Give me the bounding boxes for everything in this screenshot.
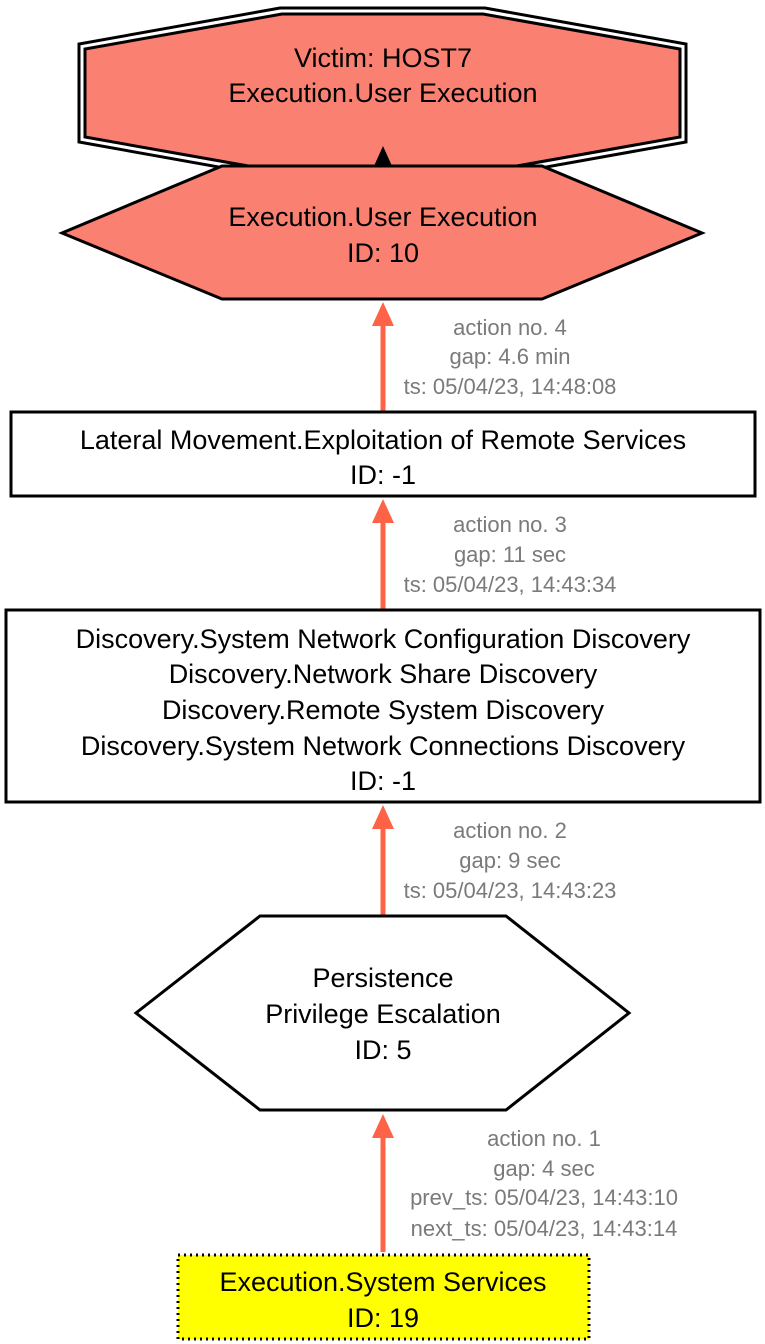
lateral-label-name: Lateral Movement.Exploitation of Remote … bbox=[80, 425, 686, 455]
node-victim[interactable]: Victim: HOST7 Execution.User Execution bbox=[77, 6, 688, 180]
victim-label-host: Victim: HOST7 bbox=[294, 43, 472, 73]
discovery-label-line-4: Discovery.System Network Connections Dis… bbox=[81, 731, 686, 761]
edge-1-label-gap: gap: 4 sec bbox=[493, 1156, 595, 1181]
edge-action-3[interactable]: action no. 3 gap: 11 sec ts: 05/04/23, 1… bbox=[372, 499, 616, 610]
edge-action-2[interactable]: action no. 2 gap: 9 sec ts: 05/04/23, 14… bbox=[372, 805, 616, 916]
edge-2-label-ts: ts: 05/04/23, 14:43:23 bbox=[404, 878, 617, 903]
edge-1-label-action: action no. 1 bbox=[487, 1126, 601, 1151]
discovery-label-line-1: Discovery.System Network Configuration D… bbox=[76, 624, 691, 654]
exec-user-hexagon bbox=[58, 164, 706, 301]
edge-2-label-gap: gap: 9 sec bbox=[459, 848, 561, 873]
edge-1-label-next-ts: next_ts: 05/04/23, 14:43:14 bbox=[411, 1216, 678, 1241]
edge-action-4[interactable]: action no. 4 gap: 4.6 min ts: 05/04/23, … bbox=[372, 302, 616, 412]
exec-user-label-name: Execution.User Execution bbox=[228, 202, 537, 232]
persistence-label-id: ID: 5 bbox=[354, 1035, 411, 1065]
node-execution-system-services[interactable]: Execution.System Services ID: 19 bbox=[176, 1253, 591, 1341]
node-lateral-movement[interactable]: Lateral Movement.Exploitation of Remote … bbox=[9, 410, 757, 498]
edge-3-label-gap: gap: 11 sec bbox=[454, 542, 566, 567]
discovery-label-line-3: Discovery.Remote System Discovery bbox=[162, 695, 605, 725]
lateral-box bbox=[9, 410, 757, 498]
node-discovery[interactable]: Discovery.System Network Configuration D… bbox=[4, 608, 762, 804]
edge-3-label-ts: ts: 05/04/23, 14:43:34 bbox=[404, 572, 617, 597]
edge-3-label-action: action no. 3 bbox=[453, 512, 567, 537]
sys-services-label-name: Execution.System Services bbox=[219, 1267, 546, 1297]
persistence-label-line-2: Privilege Escalation bbox=[265, 999, 501, 1029]
edge-4-label-gap: gap: 4.6 min bbox=[449, 344, 570, 369]
sys-services-label-id: ID: 19 bbox=[347, 1303, 419, 1333]
edge-action-1[interactable]: action no. 1 gap: 4 sec prev_ts: 05/04/2… bbox=[372, 1114, 678, 1252]
edge-3-arrowhead bbox=[372, 499, 394, 523]
edge-4-label-ts: ts: 05/04/23, 14:48:08 bbox=[404, 374, 617, 399]
edge-2-label-action: action no. 2 bbox=[453, 818, 567, 843]
edge-1-arrowhead bbox=[372, 1114, 394, 1138]
discovery-box bbox=[4, 608, 762, 804]
node-execution-user-execution[interactable]: Execution.User Execution ID: 10 bbox=[58, 164, 706, 301]
discovery-label-id: ID: -1 bbox=[350, 766, 416, 796]
edge-4-arrowhead bbox=[372, 302, 394, 326]
victim-label-technique: Execution.User Execution bbox=[228, 78, 537, 108]
victim-arrowhead bbox=[374, 146, 392, 166]
lateral-label-id: ID: -1 bbox=[350, 460, 416, 490]
edge-4-label-action: action no. 4 bbox=[453, 315, 567, 340]
persistence-label-line-1: Persistence bbox=[312, 963, 453, 993]
edge-1-label-prev-ts: prev_ts: 05/04/23, 14:43:10 bbox=[410, 1185, 678, 1210]
persistence-hexagon bbox=[133, 914, 632, 1112]
sys-services-box bbox=[176, 1253, 591, 1341]
node-persistence[interactable]: Persistence Privilege Escalation ID: 5 bbox=[133, 914, 632, 1112]
discovery-label-line-2: Discovery.Network Share Discovery bbox=[169, 659, 598, 689]
exec-user-label-id: ID: 10 bbox=[347, 238, 419, 268]
edge-2-arrowhead bbox=[372, 805, 394, 829]
